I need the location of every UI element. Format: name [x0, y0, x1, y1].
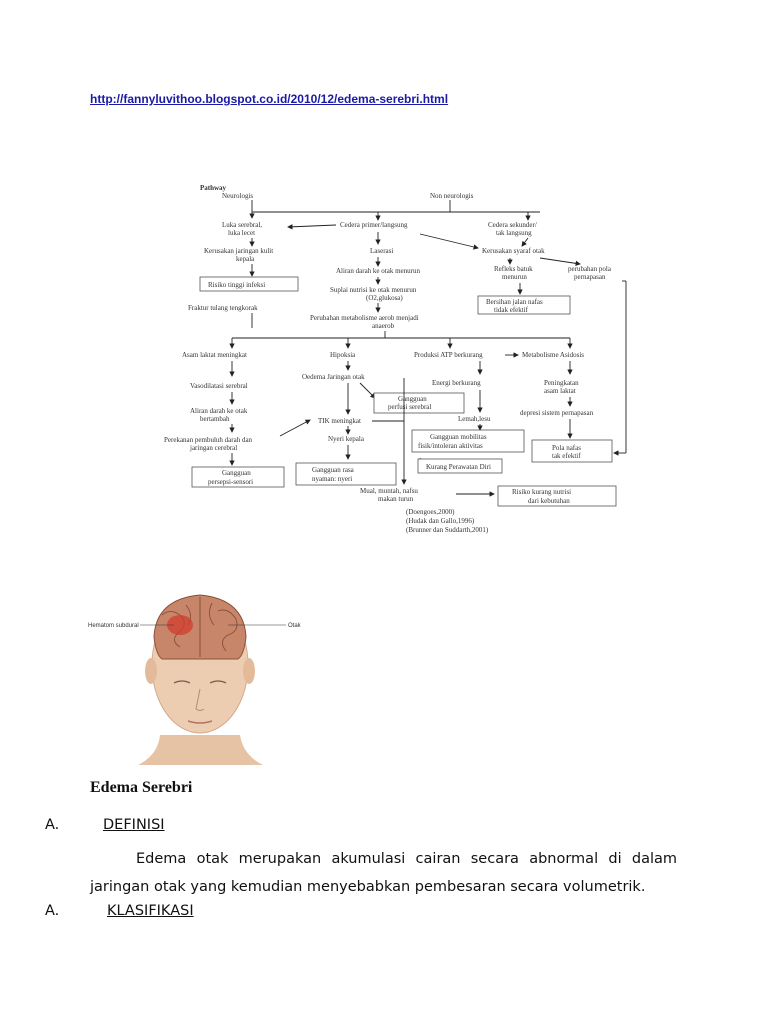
label-otak: Otak: [288, 623, 302, 629]
node-risiko-infeksi: Risiko tinggi infeksi: [208, 281, 265, 289]
node-kerusakan-kulit-1: Kerusakan jaringan kulit: [204, 247, 273, 255]
doc-title: Edema Serebri: [90, 779, 192, 797]
node-perubahan-pola-2: pernapasan: [574, 273, 606, 281]
node-peningkatan-asam-1: Peningkatan: [544, 379, 579, 387]
node-kurang-perawatan: Kurang Perawatan Diri: [426, 463, 491, 471]
node-pola-nafas-1: Pola nafas: [552, 444, 581, 452]
node-peningkatan-asam-2: asam laktat: [544, 387, 576, 395]
node-perekanan-2: jaringan cerebral: [189, 444, 237, 452]
node-non-neurologis: Non neurologis: [430, 192, 474, 200]
node-cedera-primer: Cedera primer/langsung: [340, 221, 408, 229]
node-cedera-sekunder-1: Cedera sekunder/: [488, 221, 537, 229]
node-kerusakan-syaraf: Kerusakan syaraf otak: [482, 247, 545, 255]
node-cedera-sekunder-2: tak langsung: [496, 229, 532, 237]
node-gangguan-persepsi-2: persepsi-sensori: [208, 478, 253, 486]
section-letter: A.: [45, 903, 59, 919]
node-aliran-darah: Aliran darah ke otak menurun: [336, 267, 420, 275]
node-neurologis: Neurologis: [222, 192, 253, 200]
node-suplai-1: Suplai nutrisi ke otak menurun: [330, 286, 417, 294]
node-kerusakan-kulit-2: kepala: [236, 255, 255, 263]
node-bersihan-1: Bersihan jalan nafas: [486, 298, 543, 306]
node-risiko-nutrisi-1: Risiko kurang nutrisi: [512, 488, 571, 496]
node-perubahan-metabolisme-1: Perubahan metabolisme aerob menjadi: [310, 314, 419, 322]
node-refleks-2: menurun: [502, 273, 527, 281]
source-url-link[interactable]: http://fannyluvithoo.blogspot.co.id/2010…: [90, 92, 448, 106]
node-perubahan-metabolisme-2: anaerob: [372, 322, 395, 330]
node-gangguan-rasa-2: nyaman: nyeri: [312, 475, 352, 483]
node-metabolisme-asidosis: Metabolisme Asidosis: [522, 351, 584, 359]
node-produksi-atp: Produksi ATP berkurang: [414, 351, 483, 359]
node-energi: Energi berkurang: [432, 379, 481, 387]
node-depresi: depresi sistem pernapasan: [520, 409, 594, 417]
ref-2: (Hudak dan Gallo,1996): [406, 517, 475, 525]
node-gangguan-persepsi-1: Gangguan: [222, 469, 251, 477]
node-laserasi: Laserasi: [370, 247, 393, 255]
node-mual-1: Mual, muntah, nafsu: [360, 487, 418, 495]
node-gangguan-perfusi-2: perfusi serebral: [388, 403, 431, 411]
node-gangguan-perfusi-1: Gangguan: [398, 395, 427, 403]
section-label: DEFINISI: [103, 817, 165, 833]
definition-paragraph: Edema otak merupakan akumulasi cairan se…: [90, 845, 677, 901]
node-fraktur: Fraktur tulang tengkorak: [188, 304, 258, 312]
node-pola-nafas-2: tak efektif: [552, 452, 581, 460]
node-perekanan-1: Perekanan pembuluh darah dan: [164, 436, 253, 444]
node-lemah: Lemah,lesu: [458, 415, 491, 423]
brain-hematoma-figure: Hematom subdural Otak: [88, 585, 313, 765]
node-refleks-1: Refleks batuk: [494, 265, 533, 273]
node-vasodilatasi: Vasodilatasi serebral: [190, 382, 248, 390]
section-letter: A.: [45, 817, 59, 833]
node-hipoksia: Hipoksia: [330, 351, 356, 359]
ref-3: (Brunner dan Suddarth,2001): [406, 526, 489, 534]
pathway-diagram: Pathway Neurologis Non neurologis Luka s…: [160, 178, 630, 538]
label-hematoma: Hematom subdural: [88, 623, 139, 629]
node-nyeri-kepala: Nyeri kepala: [328, 435, 365, 443]
node-aliran-bertambah-1: Aliran darah ke otak: [190, 407, 248, 415]
node-tik: TIK meningkat: [318, 417, 361, 425]
ref-1: (Doengoes,2000): [406, 508, 455, 516]
node-gangguan-mobilitas-2: fisik/intoleran aktivitas: [418, 442, 483, 450]
node-luka-2: luka lecet: [228, 229, 255, 237]
node-risiko-nutrisi-2: dari kebutuhan: [528, 497, 570, 505]
node-asam-laktat: Asam laktat meningkat: [182, 351, 247, 359]
node-suplai-2: (O2,glukosa): [366, 294, 403, 302]
node-aliran-bertambah-2: bertambah: [200, 415, 230, 423]
pathway-title: Pathway: [200, 184, 227, 192]
node-mual-2: makan turun: [378, 495, 414, 503]
node-perubahan-pola-1: perubahan pola: [568, 265, 612, 273]
node-gangguan-mobilitas-1: Gangguan mobilitas: [430, 433, 487, 441]
definition-text: Edema otak merupakan akumulasi cairan se…: [90, 851, 677, 895]
node-luka-1: Luka serebral,: [222, 221, 262, 229]
node-gangguan-rasa-1: Gangguan rasa: [312, 466, 355, 474]
node-oedema: Oedema Jaringan otak: [302, 373, 365, 381]
node-bersihan-2: tidak efektif: [494, 306, 529, 314]
section-label: KLASIFIKASI: [107, 903, 194, 919]
